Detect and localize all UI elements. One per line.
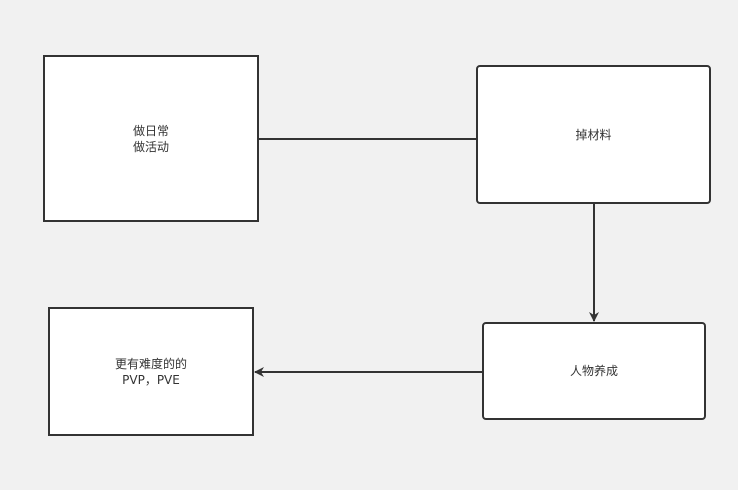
node-pvp-line-2: PVP，PVE xyxy=(122,372,180,387)
node-character-growth[interactable]: 人物养成 xyxy=(482,322,706,420)
node-daily-line-1: 做日常 xyxy=(132,123,169,138)
node-harder-pvp-pve[interactable]: 更有难度的的 PVP，PVE xyxy=(48,307,254,436)
node-drops-label: 掉材料 xyxy=(575,127,612,142)
node-material-drops[interactable]: 掉材料 xyxy=(476,65,711,204)
node-growth-label: 人物养成 xyxy=(569,364,618,378)
node-pvp-line-1: 更有难度的的 xyxy=(114,356,187,371)
node-daily-line-2: 做活动 xyxy=(132,139,169,154)
node-daily-activities[interactable]: 做日常 做活动 xyxy=(43,55,259,222)
